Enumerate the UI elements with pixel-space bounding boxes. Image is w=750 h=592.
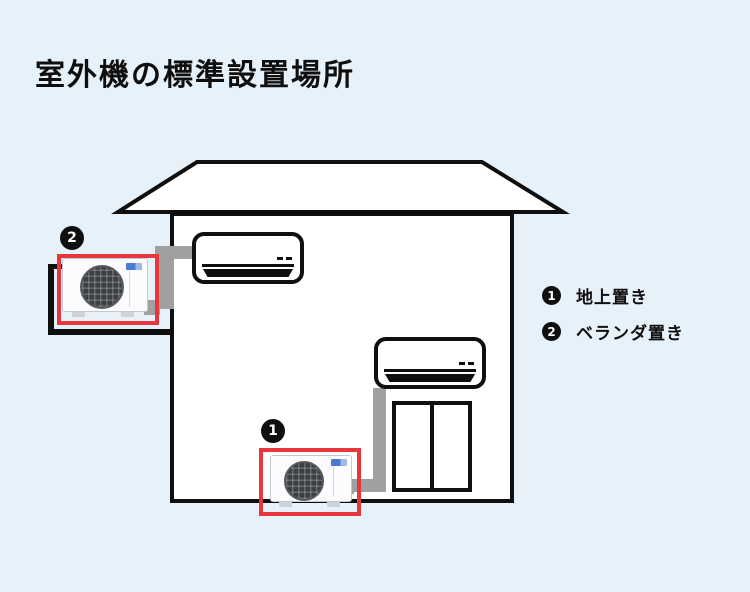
indoor-unit-vent (384, 374, 476, 382)
indoor-unit-lower (374, 337, 486, 389)
outdoor-unit-body (270, 455, 352, 502)
brand-logo-icon (331, 459, 347, 466)
outdoor-unit-balcony (62, 258, 148, 318)
indoor-unit-panel-line (384, 369, 476, 372)
outdoor-unit-ground (270, 455, 352, 507)
indoor-unit-indicator-icon (468, 362, 474, 365)
pipe-ground-horizontal (346, 479, 386, 492)
indoor-unit-vent (202, 269, 294, 277)
balcony-railing (48, 264, 54, 335)
legend: 1 地上置き 2 ベランダ置き (542, 283, 684, 344)
fan-grille-icon (284, 461, 324, 501)
legend-badge-1: 1 (542, 286, 561, 305)
unit-foot (327, 502, 340, 507)
unit-foot (279, 502, 292, 507)
legend-label-ground: 地上置き (576, 288, 648, 308)
legend-item-balcony: 2 ベランダ置き (542, 319, 684, 344)
pipe-balcony-vertical (158, 246, 174, 309)
window-divider (430, 405, 434, 488)
pipe-ground-vertical (373, 388, 386, 492)
indoor-unit-indicator-icon (277, 257, 283, 260)
brand-logo-icon (126, 263, 142, 270)
legend-label-balcony: ベランダ置き (576, 324, 684, 344)
legend-item-ground: 1 地上置き (542, 283, 684, 308)
unit-foot (121, 312, 134, 317)
indoor-unit-upper (192, 232, 304, 284)
page-title: 室外機の標準設置場所 (35, 58, 355, 93)
fan-grille-icon (80, 265, 124, 309)
unit-foot (72, 312, 85, 317)
indoor-unit-panel-line (202, 264, 294, 267)
indoor-unit-indicator-icon (286, 257, 292, 260)
badge-ground: 1 (261, 419, 285, 443)
panel-seam (129, 263, 130, 307)
outdoor-unit-body (62, 258, 148, 312)
highlight-box-balcony (57, 254, 159, 325)
highlight-box-ground (259, 448, 361, 516)
badge-balcony: 2 (60, 226, 84, 250)
indoor-unit-indicator-icon (459, 362, 465, 365)
panel-seam (333, 460, 334, 497)
legend-badge-2: 2 (542, 322, 561, 341)
balcony-floor (48, 329, 172, 335)
window (392, 401, 472, 492)
